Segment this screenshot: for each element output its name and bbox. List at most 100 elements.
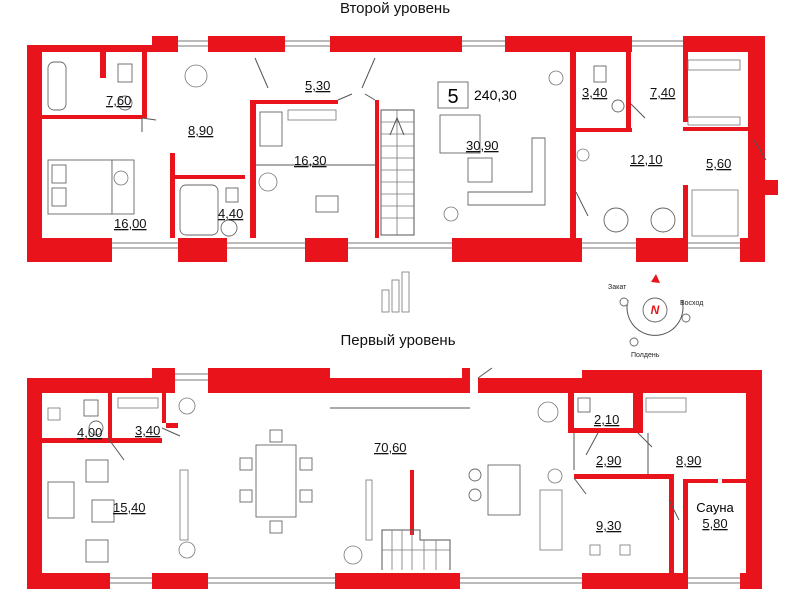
chair-icon (299, 489, 313, 503)
lower-windows (110, 367, 740, 589)
armchair-icon (184, 64, 208, 88)
lower-tech-area: 8,90 (676, 453, 701, 468)
toilet-icon (117, 63, 133, 83)
compass-south: Полдень (631, 352, 660, 359)
plant-icon (258, 172, 278, 192)
lower-outer-walls (27, 368, 762, 589)
chair-icon (239, 457, 253, 471)
kitchen-counter-icon (539, 489, 563, 551)
building-mini-plan (381, 271, 410, 313)
sofa-icon (467, 137, 546, 206)
armchair-icon (650, 207, 676, 233)
plant-icon (343, 545, 363, 565)
compass-dial (642, 297, 668, 323)
lower-room2-area: 9,30 (596, 518, 621, 533)
sink-icon (88, 420, 104, 436)
bed-icon (259, 111, 283, 147)
shelf-icon (287, 109, 337, 121)
apartment-number: 5 (447, 86, 458, 108)
chair-icon (299, 457, 313, 471)
compass: N Закат Восход Полдень (608, 274, 703, 359)
compass-west: Закат (608, 284, 627, 291)
plant-icon (548, 70, 564, 86)
chair-icon (239, 489, 253, 503)
upper-bathroom-area: 7,60 (106, 93, 131, 108)
coffee-table-icon (467, 157, 493, 183)
armchair-icon (603, 207, 629, 233)
lower-furniture (47, 397, 687, 565)
lower-room-area: 15,40 (113, 500, 146, 515)
upper-doors (141, 57, 767, 217)
plant-icon (113, 170, 129, 186)
lower-wc-area: 2,10 (594, 412, 619, 427)
upper-staircase (380, 109, 415, 236)
upper-bath2-area: 4,40 (218, 206, 243, 221)
lower-level-plan: 4,00 3,40 15,40 70,60 2,10 2,90 8,90 9,3… (27, 367, 762, 589)
upper-lounge-area: 12,10 (630, 152, 663, 167)
toilet-icon (593, 65, 607, 83)
lower-hall2-area: 2,90 (596, 453, 621, 468)
armchair-icon (85, 459, 109, 483)
compass-east: Восход (680, 300, 703, 307)
north-arrow-icon (651, 274, 660, 283)
plant-icon (443, 206, 459, 222)
bar-stool-icon (468, 488, 482, 502)
sauna-label: Сауна (696, 500, 734, 515)
armchair-icon (439, 114, 481, 154)
upper-bedroom-area: 16,00 (114, 216, 147, 231)
sofa-icon (47, 481, 75, 519)
dining-table-icon (255, 444, 297, 518)
toilet-icon (225, 187, 239, 203)
shower-icon (47, 407, 61, 421)
wardrobe-icon (687, 116, 741, 126)
socket-icon (589, 544, 601, 556)
apartment-badge: 5 240,30 (437, 81, 517, 109)
plant-icon (178, 397, 196, 415)
upper-furniture (47, 59, 741, 237)
lower-bath-area: 4,00 (77, 425, 102, 440)
lower-sauna-area: 5,80 (702, 516, 727, 531)
upper-wc-area: 3,40 (582, 85, 607, 100)
balcony-rail (691, 189, 739, 237)
upper-windows (112, 36, 740, 255)
plant-icon (178, 541, 196, 559)
lower-main-area: 70,60 (374, 440, 407, 455)
toilet-icon (577, 397, 591, 413)
coffee-table-icon (91, 499, 115, 523)
sink-icon (611, 99, 625, 113)
lower-level-title: Первый уровень (340, 332, 455, 349)
upper-living-area: 30,90 (466, 138, 499, 153)
compass-north: N (651, 303, 660, 317)
plant-icon (576, 148, 590, 162)
lower-doors (107, 427, 680, 521)
lower-interior-walls (42, 393, 746, 573)
chair-icon (269, 429, 283, 443)
armchair-icon (537, 401, 559, 423)
bathtub-icon (47, 61, 67, 111)
socket-icon (619, 544, 631, 556)
apartment-total-area: 240,30 (474, 87, 517, 103)
sink-icon (117, 95, 133, 111)
bar-stool-icon (468, 468, 482, 482)
washer-icon (645, 397, 687, 413)
bathtub-icon (179, 184, 219, 236)
upper-level-plan: 7,60 8,90 16,00 4,40 5,30 16,30 30,90 3,… (27, 36, 778, 262)
wardrobe-icon (687, 59, 741, 71)
kitchen-island-icon (487, 464, 521, 516)
chair-icon (269, 520, 283, 534)
upper-balcony-area: 5,60 (706, 156, 731, 171)
plant-icon (547, 468, 563, 484)
upper-level-title: Второй уровень (340, 0, 450, 17)
lower-hall-area: 3,40 (135, 423, 160, 438)
upper-room-area: 16,30 (294, 153, 327, 168)
toilet-icon (83, 399, 99, 417)
upper-interior-walls (42, 52, 748, 238)
upper-corridor-area: 5,30 (305, 78, 330, 93)
desk-icon (315, 195, 339, 213)
lower-staircase (381, 529, 451, 570)
wardrobe-icon (117, 397, 159, 409)
apartment-number-box (437, 81, 469, 109)
armchair-icon (85, 539, 109, 563)
sink-icon (220, 219, 238, 237)
